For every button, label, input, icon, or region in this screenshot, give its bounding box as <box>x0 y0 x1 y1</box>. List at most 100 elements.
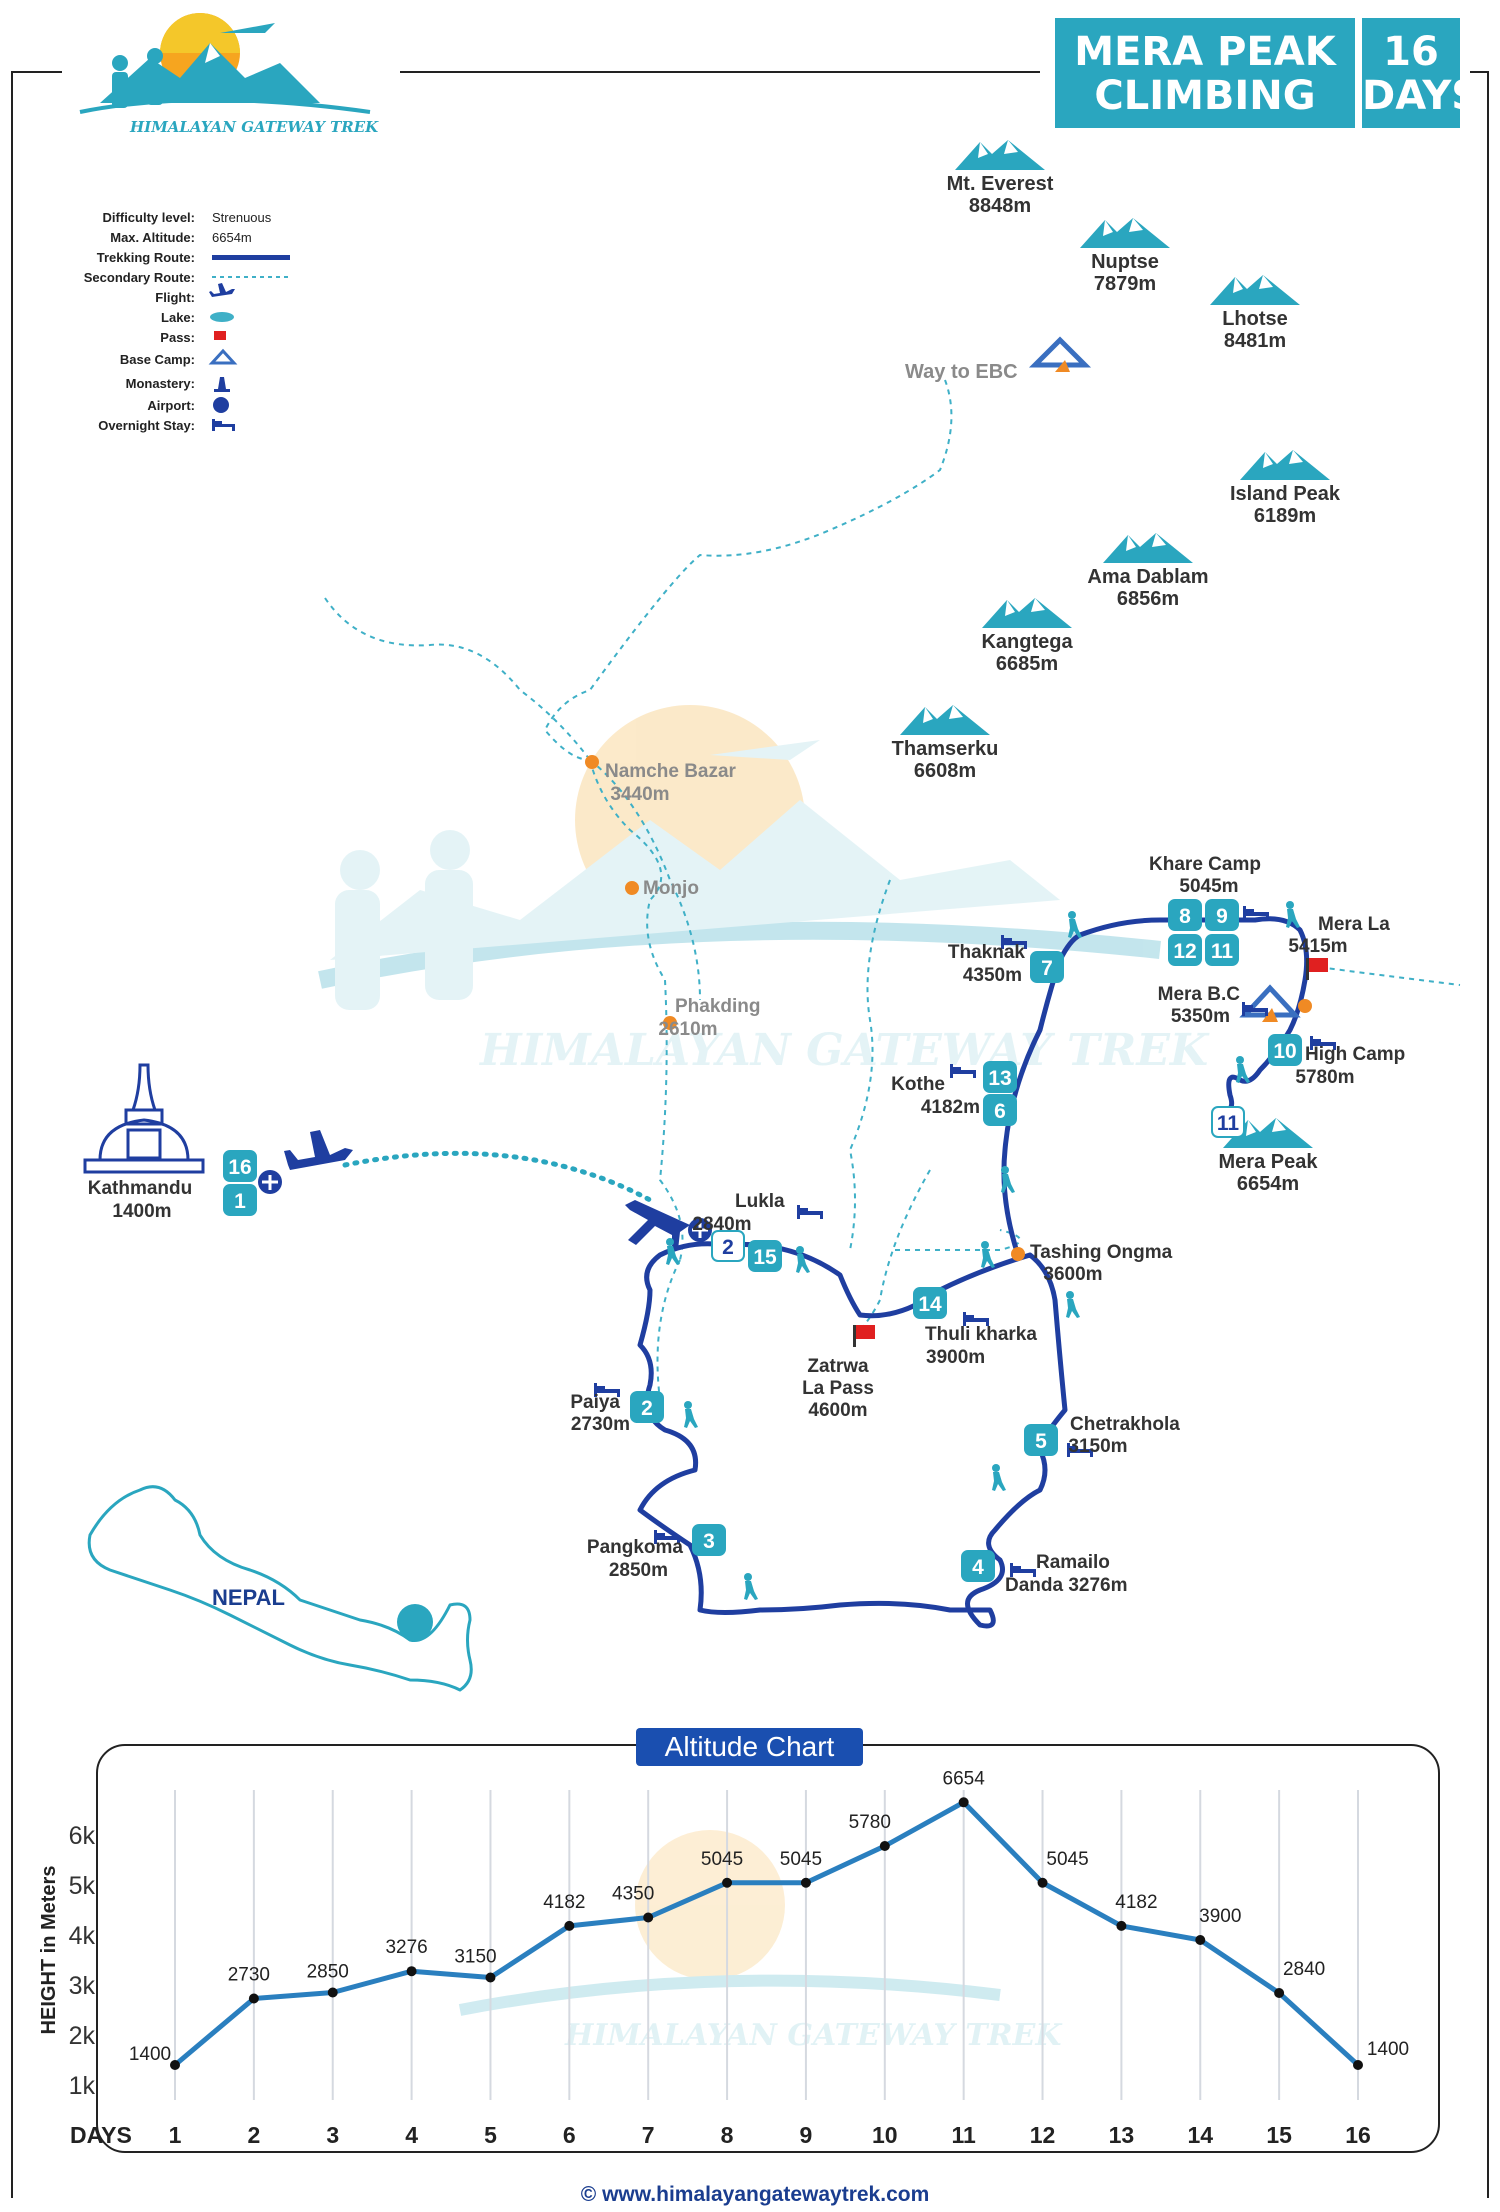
x-axis-label: DAYS <box>70 2122 132 2148</box>
place-name: High Camp <box>1305 1044 1405 1065</box>
legend-label: Flight: <box>155 290 195 305</box>
day-badge: 10 <box>1268 1034 1302 1066</box>
place-name: Mera B.C <box>1158 984 1241 1005</box>
y-axis-label: HEIGHT in Meters <box>38 1866 60 2035</box>
footer-website[interactable]: © www.himalayangatewaytrek.com <box>520 2180 990 2210</box>
day-badge: 7 <box>1030 951 1064 983</box>
peak-name: Kangtega <box>981 631 1073 653</box>
trekking-route-upper <box>1001 916 1310 1258</box>
place-name: Chetrakhola <box>1070 1414 1180 1435</box>
way-to-ebc-label: Way to EBC <box>905 361 1018 383</box>
hiker-icon <box>1236 1056 1250 1083</box>
hiker-icon <box>666 1238 680 1265</box>
day-number: 7 <box>1041 957 1053 980</box>
hiker-icon <box>992 1464 1006 1491</box>
day-badge: 3 <box>692 1524 726 1556</box>
place-altitude: 5415m <box>1288 936 1347 957</box>
data-label: 4350 <box>612 1884 654 1905</box>
days-label: DAYS <box>1362 73 1481 119</box>
day-badge: 11 <box>1211 1106 1245 1138</box>
watermark: HIMALAYAN GATEWAY TREK <box>318 705 1210 1076</box>
place-altitude: 4350m <box>963 965 1022 986</box>
y-tick-label: 1k <box>69 2072 96 2100</box>
x-tick-label: 9 <box>800 2122 813 2148</box>
bed-icons <box>594 906 1336 1577</box>
data-label: 2840 <box>1283 1959 1325 1980</box>
place-monjo: Monjo <box>643 878 699 899</box>
day-number: 16 <box>228 1156 251 1179</box>
data-label: 5045 <box>780 1849 822 1870</box>
place-altitude: 5780m <box>1295 1067 1354 1088</box>
data-point <box>248 1993 259 2004</box>
trek-duration: 16 DAYS <box>1362 18 1481 128</box>
legend-label: Base Camp: <box>120 352 195 367</box>
legend-value: Strenuous <box>212 210 272 225</box>
x-tick-label: 1 <box>169 2122 182 2148</box>
x-tick-label: 5 <box>484 2122 497 2148</box>
legend-label: Secondary Route: <box>84 270 195 285</box>
watermark-text: HIMALAYAN GATEWAY TREK <box>478 1025 1210 1076</box>
data-point <box>406 1966 417 1977</box>
peak-name: Ama Dablam <box>1087 566 1208 588</box>
legend-label: Trekking Route: <box>97 250 195 265</box>
x-tick-label: 11 <box>952 2122 977 2148</box>
peak-altitude: 7879m <box>1094 273 1156 295</box>
peak-name: Nuptse <box>1091 251 1159 273</box>
day-number: 6 <box>994 1100 1006 1123</box>
day-badge: 11 <box>1205 934 1239 966</box>
data-point <box>485 1972 496 1983</box>
hiker-icon <box>1001 1166 1015 1193</box>
mountain-icon <box>982 598 1072 628</box>
website-url: www.himalayangatewaytrek.com <box>602 2183 930 2206</box>
place-altitude: 4182m <box>921 1097 980 1118</box>
bed-icon <box>212 419 235 431</box>
altitude-series-line <box>173 1799 1360 2067</box>
y-tick-label: 3k <box>69 1972 96 2000</box>
day-badge: 2 <box>711 1230 745 1262</box>
day-badge: 16 <box>223 1150 257 1182</box>
data-label: 3900 <box>1199 1906 1241 1927</box>
flight-route <box>342 1150 653 1203</box>
tent-icon <box>208 348 238 365</box>
bed-icon <box>797 1205 823 1219</box>
mountain-icon <box>955 140 1045 170</box>
day-badge: 1 <box>223 1184 257 1216</box>
legend-label: Difficulty level: <box>103 210 195 225</box>
peak-name: Thamserku <box>892 738 999 760</box>
place-altitude: 1400m <box>112 1201 171 1222</box>
day-badge: 8 <box>1168 899 1202 931</box>
day-number: 12 <box>1173 940 1196 963</box>
peak-name: Mt. Everest <box>947 173 1054 195</box>
data-label: 3276 <box>385 1937 427 1958</box>
day-number: 11 <box>1217 1112 1240 1135</box>
day-number: 13 <box>988 1067 1011 1090</box>
day-badge: 13 <box>983 1061 1017 1093</box>
trekking-route-line <box>212 255 290 260</box>
place-name: Mera La <box>1318 914 1390 935</box>
day-number: 2 <box>722 1236 734 1259</box>
plane-icon <box>209 283 235 297</box>
mountain-icon <box>1223 1118 1313 1148</box>
day-badge: 6 <box>983 1094 1017 1126</box>
mountain-icon <box>1080 218 1170 248</box>
legend-label: Pass: <box>160 330 195 345</box>
bed-icon <box>594 1383 620 1397</box>
x-tick-label: 3 <box>326 2122 339 2148</box>
place-name: Lukla <box>735 1191 785 1212</box>
legend-label: Max. Altitude: <box>110 230 195 245</box>
day-badge: 14 <box>913 1287 947 1319</box>
place-name: Thuli kharka <box>925 1324 1037 1345</box>
y-tick-label: 6k <box>69 1822 96 1850</box>
peak-altitude: 6608m <box>914 760 976 782</box>
